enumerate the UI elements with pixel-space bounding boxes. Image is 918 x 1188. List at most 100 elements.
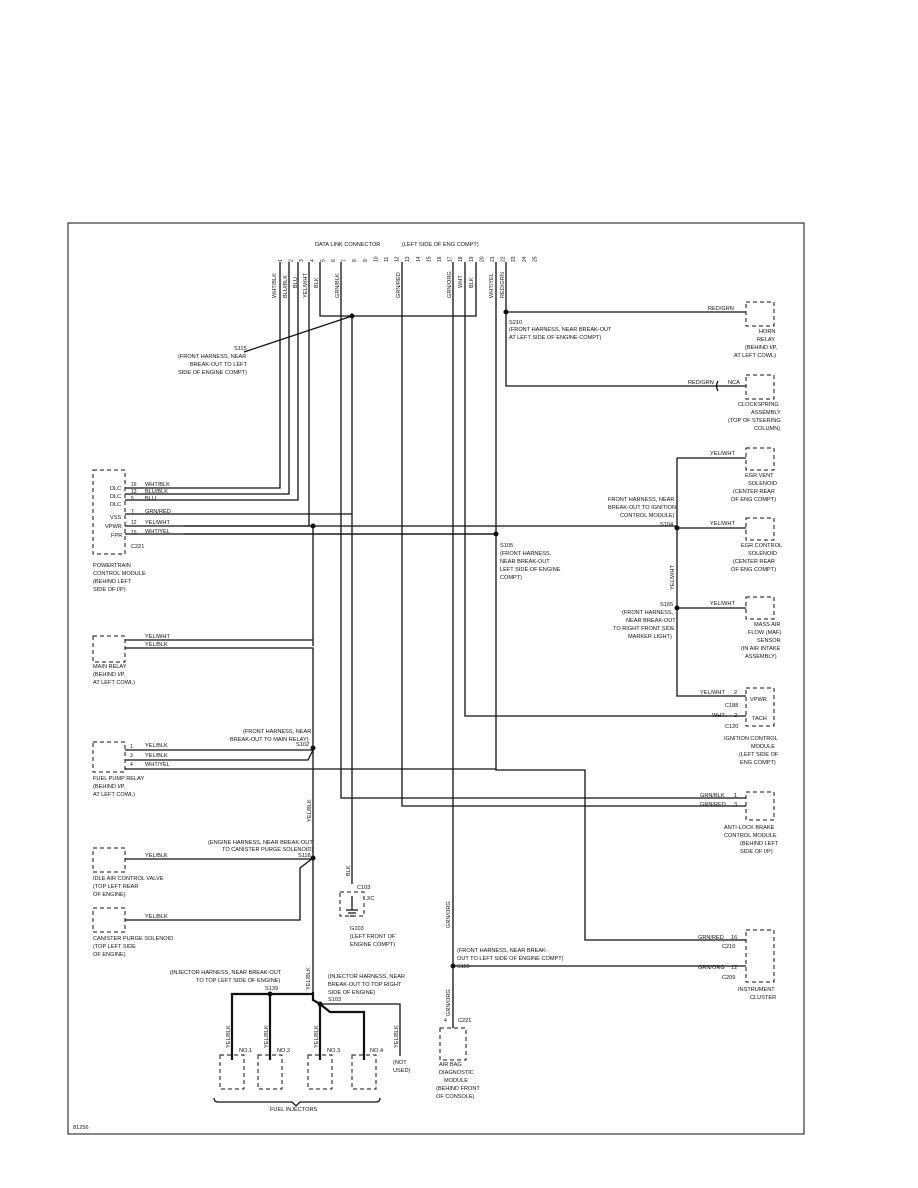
airbag-pin: 4 <box>444 1018 447 1024</box>
maf-l3: SENSOR <box>757 638 781 644</box>
cps-l3: OF ENGINE) <box>93 952 126 958</box>
splice-s105: S105 (FRONT HARNESS, NEAR BREAK-OUT LEFT… <box>500 543 561 581</box>
egr-vent-l2: SOLENOID <box>748 481 777 487</box>
pcm-pin-label-4: VSS <box>110 515 121 521</box>
dlc-pin-22: 22 <box>501 256 507 262</box>
diagram-frame <box>67 222 805 1135</box>
icm-l4: ENG COMPT) <box>740 760 776 766</box>
wire-label-yel-blk-vert-1: YEL/BLK <box>307 799 313 822</box>
s102-desc-2: BREAK-OUT TO MAIN RELAY) <box>230 737 309 743</box>
wire-label-blu-blk: BLU/BLK <box>283 275 289 298</box>
wire-label-wht-icm: WHT <box>712 713 725 719</box>
icm-l3: (LEFT SIDE OF <box>739 752 779 758</box>
cluster-c1: C210 <box>722 944 735 950</box>
dlc-pin-4: 4 <box>310 259 316 262</box>
splice-s118: (ENGINE HARNESS, NEAR BREAK-OUT TO CANIS… <box>208 840 316 861</box>
s102-id: S102 <box>296 742 309 748</box>
pcm-l4: SIDE OF I/P) <box>93 587 126 593</box>
pcm-pin-label-1: DLC <box>110 486 121 492</box>
splice-s116: GRN/ORG (FRONT HARNESS, NEAR BREAK- OUT … <box>446 901 564 970</box>
dlc-pin-24: 24 <box>522 256 528 262</box>
idle-air-control-valve: YEL/BLK IDLE AIR CONTROL VALVE (TOP LEFT… <box>92 847 313 898</box>
wire-label-yel-wht-egrc: YEL/WHT <box>710 521 735 527</box>
wire-label-yel-wht-vert: YEL/WHT <box>670 565 676 590</box>
s103-desc-2: BREAK-OUT TO TOP RIGHT <box>328 982 402 988</box>
pcm-wire-yel-wht: YEL/WHT <box>145 520 170 526</box>
ignition-control-module: YEL/WHT 2 C188 WHT 2 C120 VPWR TACH IGNI… <box>700 687 779 766</box>
egr-control-l2: SOLENOID <box>748 551 777 557</box>
fpr-wire-yel-blk-2: YEL/BLK <box>145 753 168 759</box>
pcm-wire-wht-yel: WHT/YEL <box>145 529 170 535</box>
icm-pin-tach: TACH <box>752 716 767 722</box>
fuel-injectors: (INJECTOR HARNESS, NEAR BREAK-OUT TO TOP… <box>170 970 411 1113</box>
wire-label-yel-wht-maf: YEL/WHT <box>710 601 735 607</box>
wire-label-red-grn: RED/GRN <box>500 272 506 298</box>
airbag-connector: C221 <box>458 1018 471 1024</box>
s104-desc-3: CONTROL MODULE) <box>620 513 675 519</box>
iac-l1: IDLE AIR CONTROL VALVE <box>93 876 164 882</box>
egr-control-l3: (CENTER REAR <box>733 559 775 565</box>
pcm-wire-blu-blk: BLU/BLK <box>145 489 168 495</box>
main-relay-l1: MAIN RELAY <box>93 664 127 670</box>
wire-label-red-grn-horn: RED/GRN <box>708 306 734 312</box>
s115-desc-1: (FRONT HARNESS, NEAR <box>178 354 246 360</box>
main-relay-wire-yel-wht: YEL/WHT <box>145 634 170 640</box>
pcm-pin-num-1: 16 <box>131 482 137 488</box>
pcm-pin-label-3: DLC <box>110 502 121 508</box>
horn-relay-l4: AT LEFT COWL) <box>734 353 776 359</box>
pcm-pin-label-6: FPR <box>111 533 122 539</box>
clockspring-nca: NCA <box>728 380 740 386</box>
s105-desc-2: NEAR BREAK-OUT <box>500 559 550 565</box>
wire-label-yel-wht-egrv: YEL/WHT <box>710 451 735 457</box>
egr-vent-l3: (CENTER REAR <box>733 489 775 495</box>
s210-id: S210 <box>509 320 522 326</box>
egr-vent-solenoid: YEL/WHT EGR VENT SOLENOID (CENTER REAR O… <box>676 447 777 697</box>
dlc-pin-2: 2 <box>289 259 295 262</box>
g103-jc: J/C <box>366 896 374 902</box>
pcm-l1: POWERTRAIN <box>93 563 131 569</box>
injector-4-label: NO.4 <box>370 1048 383 1054</box>
clockspring-l4: COLUMN) <box>754 426 780 432</box>
anti-lock-brake-module: GRN/BLK 1 GRN/RED 3 ANTI-LOCK BRAKE CONT… <box>700 791 779 855</box>
s105-desc-4: COMPT) <box>500 575 522 581</box>
main-relay: YEL/WHT YEL/BLK MAIN RELAY (BEHIND I/P, … <box>92 634 314 856</box>
s165-desc-3: TO RIGHT FRONT SIDE <box>613 626 675 632</box>
splice-s115: S115 (FRONT HARNESS, NEAR BREAK-OUT TO L… <box>178 313 355 376</box>
s139-desc-2: TO TOP LEFT SIDE OF ENGINE) <box>196 978 280 984</box>
dlc-pin-1: 1 <box>278 259 284 262</box>
dlc-pin-12: 12 <box>395 256 401 262</box>
pcm-connector: C221 <box>131 544 144 550</box>
pcm-pin-label-5: VPWR <box>105 524 122 530</box>
dlc-pin-8: 8 <box>352 259 358 262</box>
pcm-pin-num-4: 7 <box>131 509 134 515</box>
wire-label-grn-org: GRN/ORG <box>447 271 453 298</box>
horn-relay-l1: HORN <box>759 329 775 335</box>
splice-s102: (FRONT HARNESS, NEAR BREAK-OUT TO MAIN R… <box>230 729 316 751</box>
airbag-wire-grn-org: GRN/ORG <box>446 989 452 1016</box>
dlc-pin-6: 6 <box>331 259 337 262</box>
dlc-pin-17: 17 <box>448 256 454 262</box>
wire-label-wht-blk: WHT/BLK <box>272 273 278 298</box>
wire-label-wht: WHT <box>458 275 464 288</box>
abs-l4: SIDE OF I/P) <box>740 849 773 855</box>
air-bag-diagnostic-module: 4 C221 AIR BAG DIAGNOSTIC MODULE (BEHIND… <box>436 1018 480 1100</box>
main-relay-wire-yel-blk: YEL/BLK <box>145 642 168 648</box>
pcm-pin-num-5: 12 <box>131 520 137 526</box>
airbag-l4: (BEHIND FRONT <box>436 1086 480 1092</box>
cluster-pin-12: 12 <box>731 965 737 971</box>
g103-id: G103 <box>350 926 364 932</box>
fpr-l2: (BEHIND I/P, <box>93 784 126 790</box>
wire-label-yel-blk-vert-2: YEL/BLK <box>306 967 312 990</box>
dlc-pin-3: 3 <box>299 259 305 262</box>
abs-l2: CONTROL MODULE <box>724 833 777 839</box>
iac-l3: OF ENGINE) <box>93 892 126 898</box>
wire-label-yel-wht-icm: YEL/WHT <box>700 690 725 696</box>
s103-desc-3: SIDE OF ENGINE) <box>328 990 375 996</box>
s118-desc-2: TO CANISTER PURGE SOLENOID) <box>222 847 313 853</box>
wire-label-red-grn-clock: RED/GRN <box>688 380 714 386</box>
dlc-pin-20: 20 <box>479 256 485 262</box>
injector-2-label: NO.2 <box>277 1048 290 1054</box>
dlc-pin-10: 10 <box>373 256 379 262</box>
